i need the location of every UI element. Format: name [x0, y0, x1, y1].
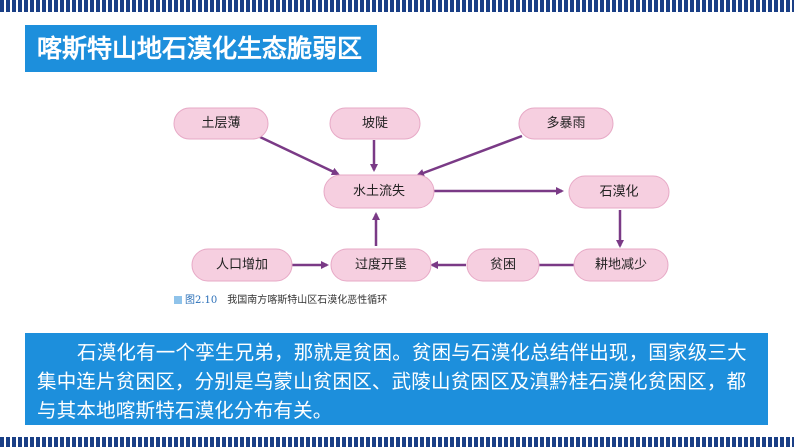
- node-label: 坡陡: [362, 116, 388, 131]
- node-duobaoyu: 多暴雨: [518, 107, 614, 140]
- diagram-edges: [259, 134, 624, 269]
- bottom-decorative-stripe: [0, 437, 794, 447]
- node-shimohua: 石漠化: [568, 175, 670, 209]
- node-label: 多暴雨: [546, 115, 585, 131]
- caption-text: 我国南方喀斯特山区石漠化恶性循环: [227, 295, 388, 306]
- node-renkou: 人口增加: [191, 248, 293, 282]
- edge-duobaoyu-shuitu: [416, 134, 523, 177]
- vicious-cycle-diagram: 土层薄 坡陡 多暴雨 水土流失 石漠化 耕地减少 贫困 过度开垦 人口增加: [173, 107, 670, 282]
- node-label: 水土流失: [353, 184, 405, 199]
- node-tuceng: 土层薄: [173, 107, 269, 140]
- node-label: 耕地减少: [595, 257, 647, 273]
- node-shuitu: 水土流失: [323, 174, 435, 209]
- node-gengdi: 耕地减少: [573, 248, 669, 282]
- node-label: 土层薄: [201, 116, 240, 131]
- figure-caption: 图2.10 我国南方喀斯特山区石漠化恶性循环: [174, 291, 387, 306]
- caption-number: 图2.10: [185, 295, 218, 306]
- slide-title: 喀斯特山地石漠化生态脆弱区: [25, 25, 377, 72]
- node-label: 过度开垦: [355, 257, 407, 273]
- description-paragraph: 石漠化有一个孪生兄弟，那就是贫困。贫困与石漠化总结伴出现，国家级三大集中连片贫困…: [25, 333, 768, 425]
- node-podou: 坡陡: [329, 107, 421, 140]
- edge-tuceng-shuitu: [259, 135, 340, 176]
- node-label: 贫困: [490, 257, 516, 273]
- node-guodu: 过度开垦: [330, 248, 432, 282]
- node-label: 石漠化: [599, 185, 638, 200]
- node-pinkun: 贫困: [466, 248, 540, 282]
- caption-marker: [174, 296, 182, 304]
- node-label: 人口增加: [216, 258, 268, 273]
- top-decorative-stripe: [0, 0, 794, 12]
